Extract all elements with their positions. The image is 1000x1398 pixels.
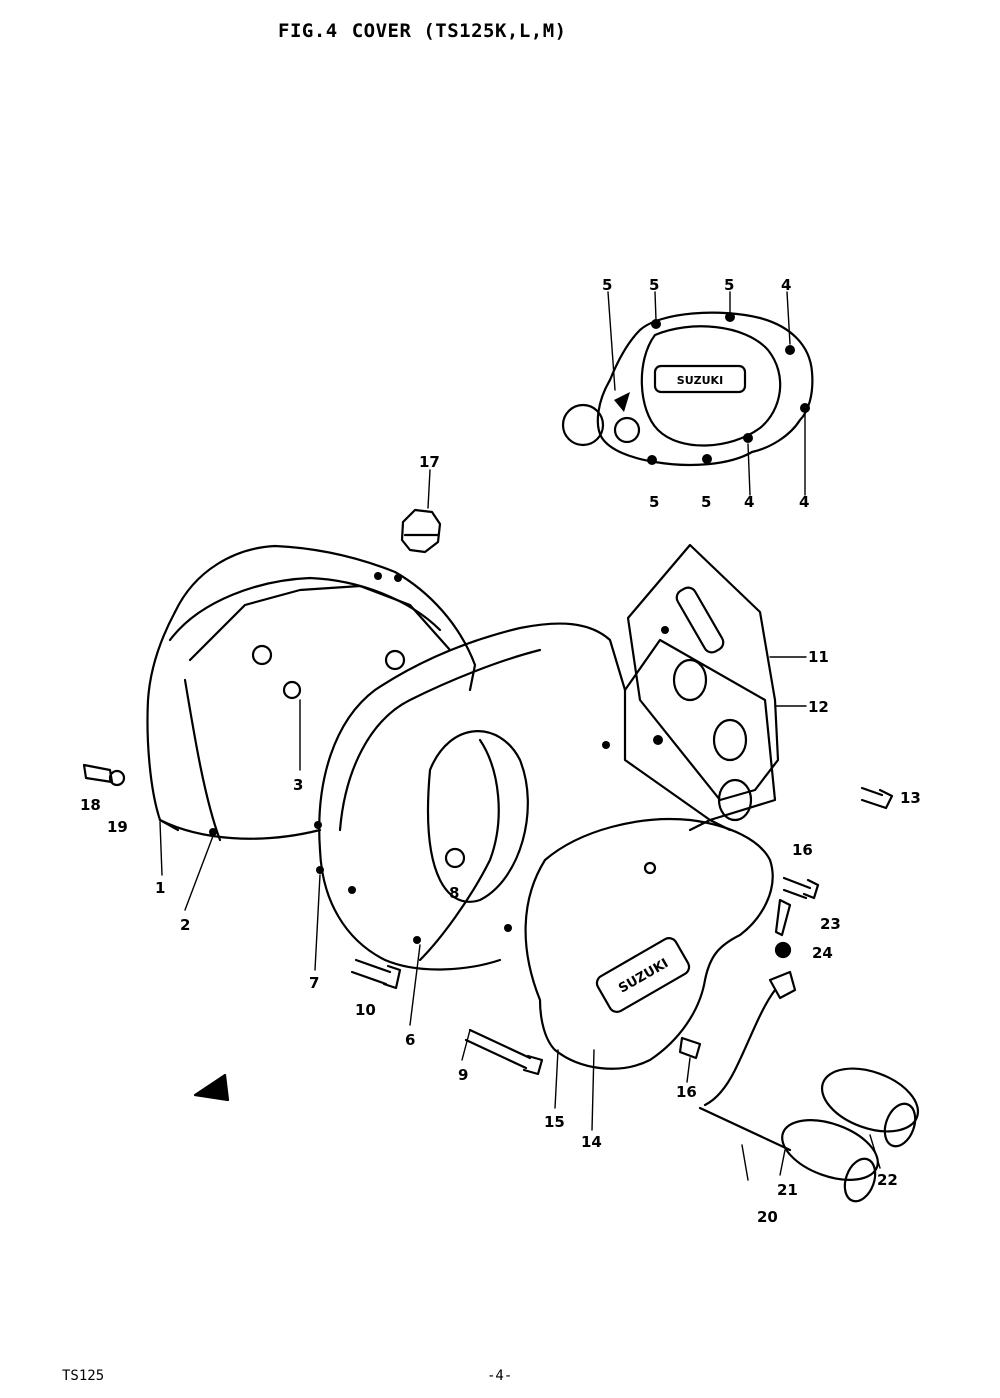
callout-18: 18	[80, 796, 101, 814]
callout-15: 15	[544, 1113, 565, 1131]
callout-labels: 5 5 5 4 5 5 4 4 17 11 12 13 3 18 19 1 2 …	[80, 276, 921, 1226]
generator-cover-drawing: SUZUKI	[596, 311, 814, 467]
callout-7: 7	[309, 974, 319, 992]
callout-9: 9	[458, 1066, 468, 1084]
kick-lever-drawing	[698, 970, 920, 1203]
figure-title: FIG.4 COVER (TS125K,L,M)	[278, 20, 567, 42]
callout-4: 4	[799, 493, 809, 511]
callout-24: 24	[812, 944, 833, 962]
footer-page-number: -4-	[487, 1368, 513, 1384]
right-cover-drawing: SUZUKI	[524, 817, 774, 1070]
callout-5: 5	[602, 276, 612, 294]
callout-16: 16	[676, 1083, 697, 1101]
figure-number: FIG.4	[278, 20, 338, 42]
callout-13: 13	[900, 789, 921, 807]
callout-5: 5	[649, 276, 659, 294]
callout-19: 19	[107, 818, 128, 836]
callout-5: 5	[701, 493, 711, 511]
callout-23: 23	[820, 915, 841, 933]
callout-17: 17	[419, 453, 440, 471]
footer-model: TS125	[62, 1368, 105, 1384]
callout-14: 14	[581, 1133, 602, 1151]
callout-22: 22	[877, 1171, 898, 1189]
bolts-drawing	[82, 763, 894, 1102]
callout-10: 10	[355, 1001, 376, 1019]
brand-emblem-small: SUZUKI	[677, 374, 723, 387]
callout-20: 20	[757, 1208, 778, 1226]
callout-16: 16	[792, 841, 813, 859]
callout-6: 6	[405, 1031, 415, 1049]
callout-11: 11	[808, 648, 829, 666]
callout-8: 8	[449, 884, 459, 902]
clutch-cover-drawing	[316, 403, 627, 971]
callout-5: 5	[649, 493, 659, 511]
leader-lines	[159, 291, 881, 1181]
callout-5: 5	[724, 276, 734, 294]
sprocket-cover-drawing	[623, 543, 780, 822]
callout-4: 4	[744, 493, 754, 511]
oil-filler-cap-drawing	[400, 508, 442, 554]
callout-3: 3	[293, 776, 303, 794]
callout-12: 12	[808, 698, 829, 716]
callout-4: 4	[781, 276, 791, 294]
callout-1: 1	[155, 879, 165, 897]
callout-21: 21	[777, 1181, 798, 1199]
callout-2: 2	[180, 916, 190, 934]
figure-caption: COVER (TS125K,L,M)	[351, 20, 567, 42]
